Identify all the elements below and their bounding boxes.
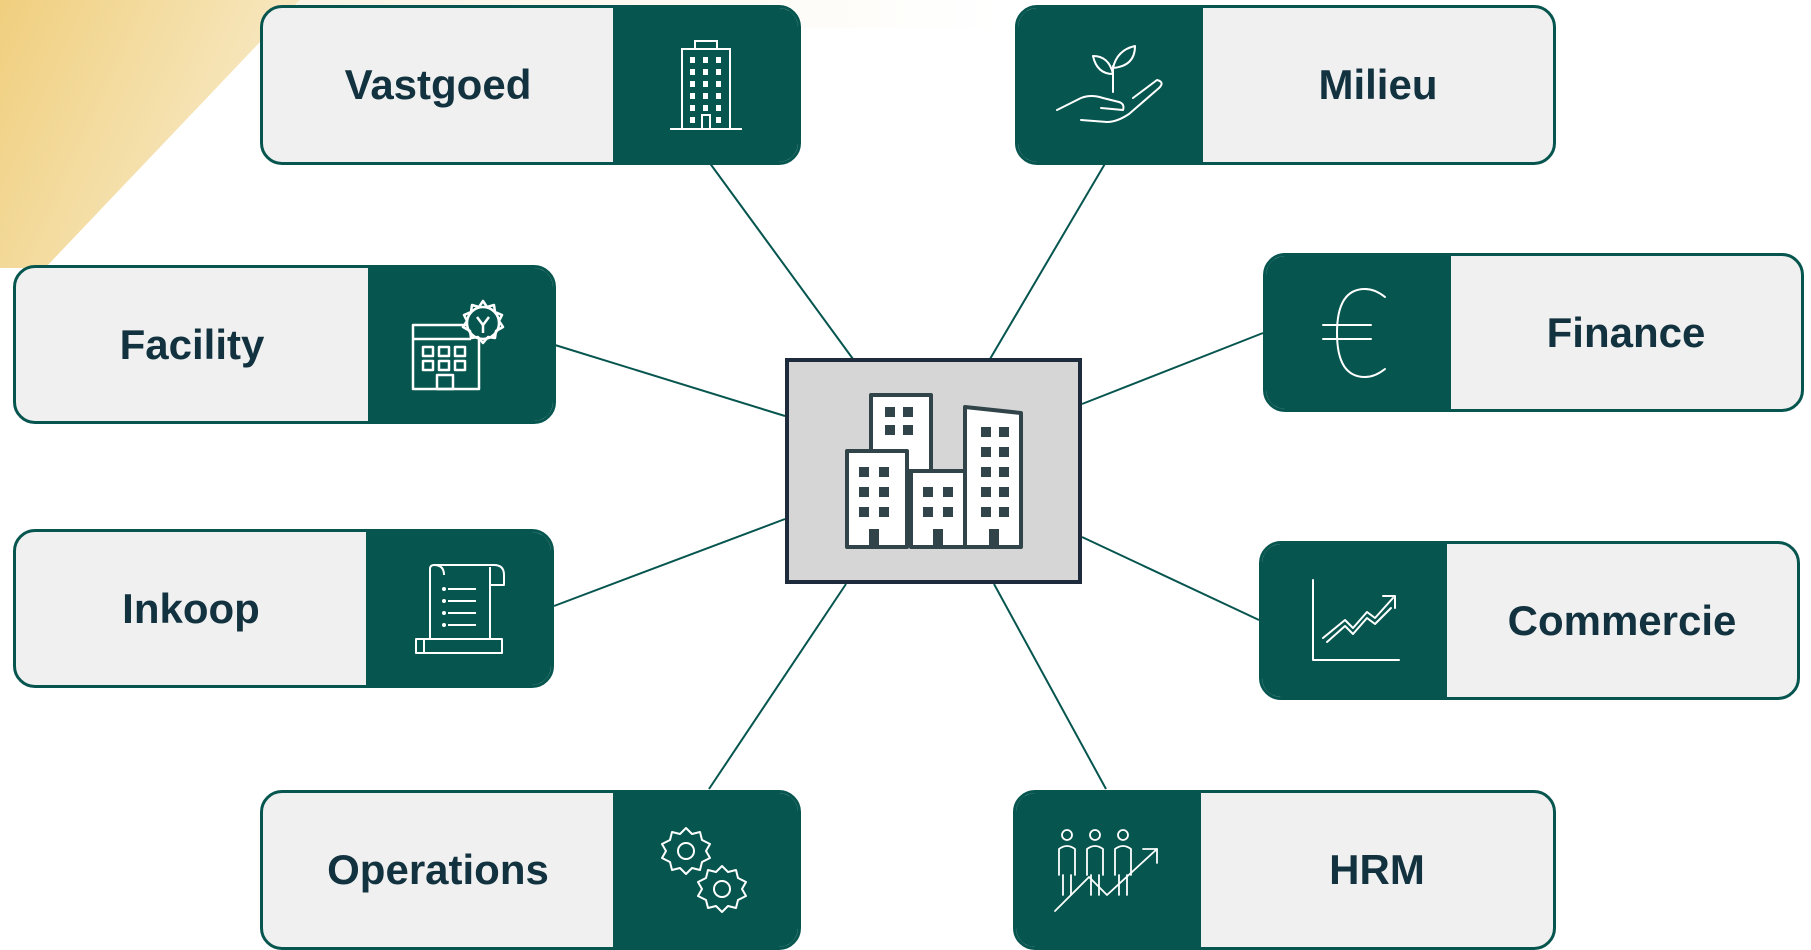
node-label: Finance [1546, 308, 1706, 356]
euro-icon [1266, 256, 1451, 409]
building-gear-icon [368, 268, 553, 421]
decor-gold-shape [0, 0, 300, 268]
connector-facility [554, 344, 786, 417]
gears-icon [613, 793, 798, 947]
node-inkoop[interactable]: Inkoop [13, 529, 554, 688]
hand-plant-icon [1018, 8, 1203, 162]
node-vastgoed[interactable]: Vastgoed [260, 5, 801, 165]
node-milieu[interactable]: Milieu [1015, 5, 1556, 165]
connector-commercie [1081, 536, 1260, 621]
people-growth-icon [1016, 793, 1201, 947]
node-label: HRM [1329, 846, 1425, 893]
node-commercie[interactable]: Commercie [1259, 541, 1800, 700]
node-facility[interactable]: Facility [13, 265, 556, 424]
connector-inkoop [553, 518, 786, 607]
office-building-icon [613, 8, 798, 162]
node-label: Vastgoed [344, 61, 532, 108]
connector-hrm [993, 583, 1107, 790]
node-label: Facility [119, 320, 265, 368]
connector-milieu [989, 161, 1107, 360]
connector-operations [708, 583, 847, 790]
node-hrm[interactable]: HRM [1013, 790, 1556, 950]
receipt-scroll-icon [366, 532, 551, 685]
growth-chart-icon [1262, 544, 1447, 697]
connector-vastgoed [708, 161, 854, 360]
node-finance[interactable]: Finance [1263, 253, 1804, 412]
node-label: Commercie [1507, 596, 1737, 644]
center-hub[interactable] [785, 358, 1082, 584]
node-label: Operations [327, 846, 549, 893]
city-buildings-icon [844, 393, 1023, 549]
connector-finance [1081, 332, 1264, 405]
node-label: Milieu [1318, 61, 1438, 108]
node-label: Inkoop [122, 584, 260, 632]
node-operations[interactable]: Operations [260, 790, 801, 950]
